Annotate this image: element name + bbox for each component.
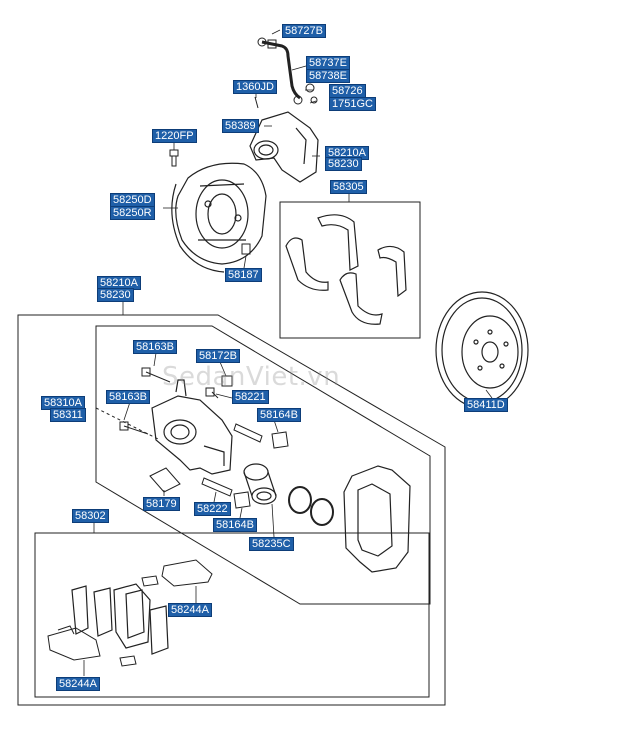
label-1220fp[interactable]: 1220FP	[152, 129, 197, 143]
guide-pins	[201, 423, 263, 497]
top-caliper	[249, 111, 319, 183]
caliper-inner-frame	[95, 325, 431, 605]
guide-pin-58221	[205, 387, 219, 399]
nut-58187	[241, 243, 251, 255]
label-58244a-right[interactable]: 58244A	[168, 603, 212, 617]
pad-set-frame	[34, 532, 430, 698]
guide-bolts	[95, 367, 171, 441]
label-58187[interactable]: 58187	[225, 268, 262, 282]
label-58210a[interactable]: 58210A	[97, 276, 141, 290]
union-bolts	[254, 83, 318, 109]
label-58163b-lower[interactable]: 58163B	[106, 390, 150, 404]
caliper-assembly-frame	[17, 314, 446, 706]
label-58726[interactable]: 58726	[329, 84, 366, 98]
label-58389[interactable]: 58389	[222, 119, 259, 133]
watermark: SedanViet.vn	[162, 362, 341, 392]
piston-seal	[288, 486, 312, 514]
label-1360jd[interactable]: 1360JD	[233, 80, 277, 94]
label-58250d[interactable]: 58250D	[110, 193, 155, 207]
label-58164b-upper[interactable]: 58164B	[257, 408, 301, 422]
brake-pads	[71, 583, 169, 655]
bleeder-screw	[221, 375, 233, 387]
label-58311[interactable]: 58311	[50, 408, 86, 422]
brake-hose	[257, 37, 303, 105]
rotor-disc	[435, 291, 529, 409]
label-58163b-upper[interactable]: 58163B	[133, 340, 177, 354]
backing-plate	[171, 162, 267, 273]
label-58250r[interactable]: 58250R	[110, 206, 155, 220]
label-58302[interactable]: 58302	[72, 509, 109, 523]
caliper-bracket	[343, 465, 411, 573]
boots	[233, 431, 289, 509]
leader-lines	[83, 29, 493, 676]
label-58738e[interactable]: 58738E	[306, 69, 350, 83]
label-58727b[interactable]: 58727B	[282, 24, 326, 38]
label-58172b[interactable]: 58172B	[196, 349, 240, 363]
bolt-1220fp	[169, 149, 179, 167]
dust-boot	[310, 498, 334, 526]
label-58179[interactable]: 58179	[143, 497, 180, 511]
label-58305[interactable]: 58305	[330, 180, 367, 194]
label-58230-top[interactable]: 58230	[325, 157, 362, 171]
pad-shims	[47, 559, 213, 667]
label-58230[interactable]: 58230	[97, 288, 134, 302]
piston	[243, 463, 277, 505]
label-58221[interactable]: 58221	[232, 390, 269, 404]
label-1751gc[interactable]: 1751GC	[329, 97, 376, 111]
label-58222[interactable]: 58222	[194, 502, 231, 516]
label-58411d[interactable]: 58411D	[464, 398, 508, 412]
label-58235c[interactable]: 58235C	[249, 537, 294, 551]
main-caliper	[151, 379, 233, 475]
pin-58179	[149, 467, 181, 493]
shoe-set-frame	[279, 201, 421, 339]
brake-shoes	[285, 214, 407, 325]
label-58737e[interactable]: 58737E	[306, 56, 350, 70]
label-58244a-left[interactable]: 58244A	[56, 677, 100, 691]
label-58164b-lower[interactable]: 58164B	[213, 518, 257, 532]
